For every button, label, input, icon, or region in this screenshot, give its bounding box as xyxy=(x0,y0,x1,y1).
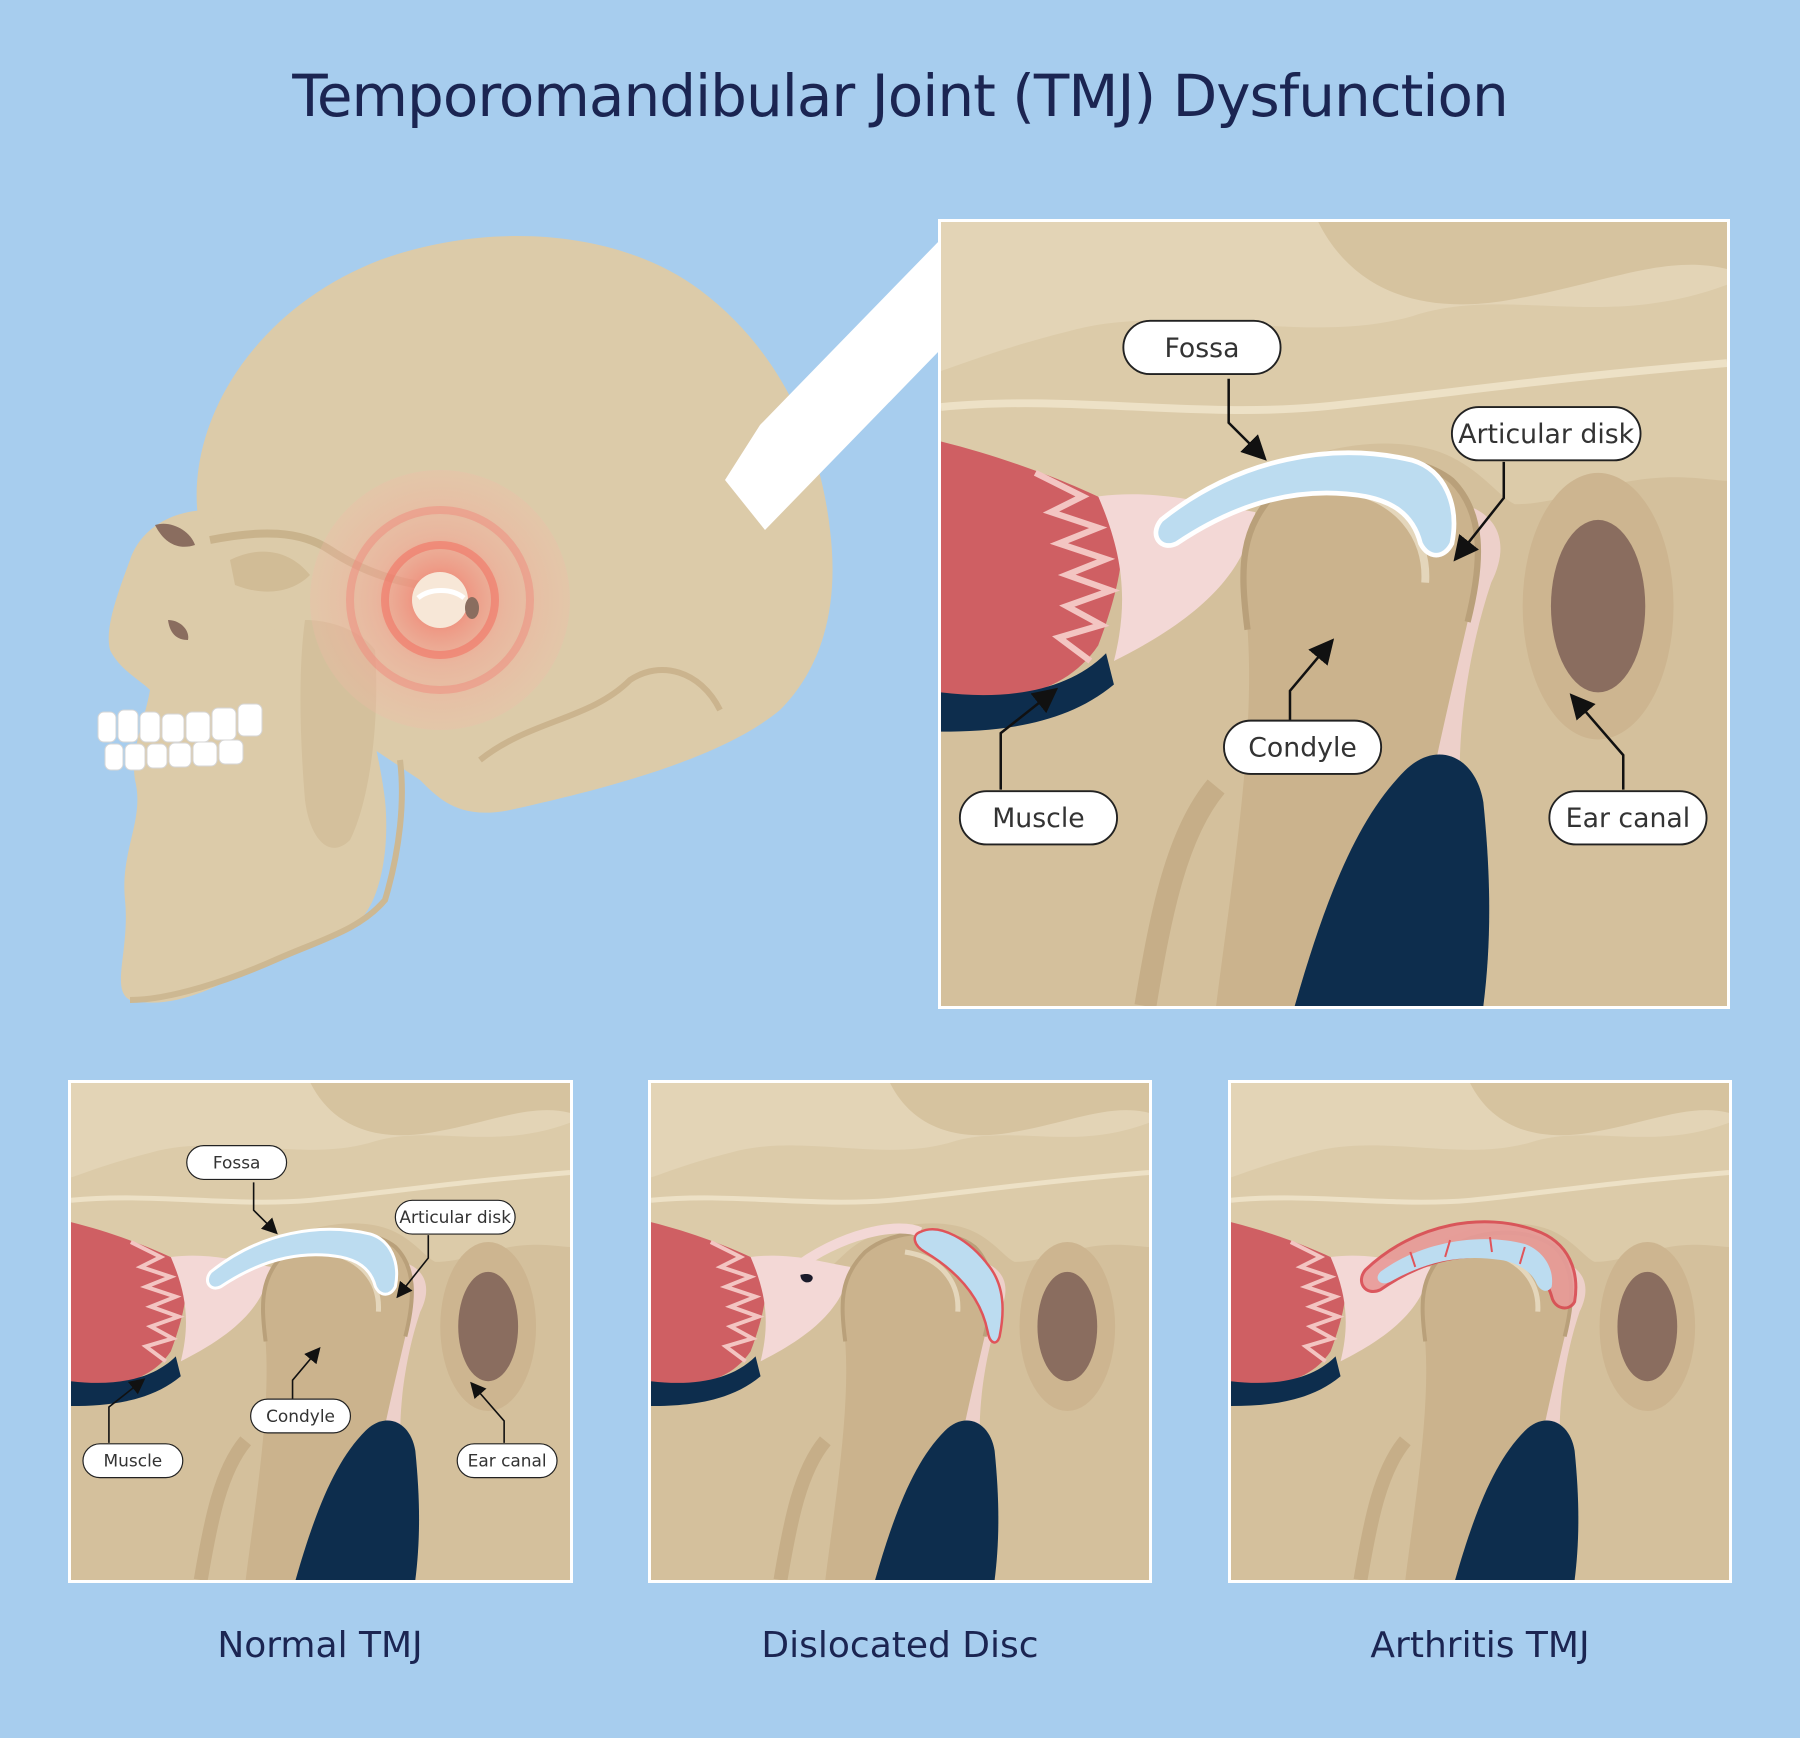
svg-text:Muscle: Muscle xyxy=(104,1451,163,1471)
label-articular-disk: Articular disk xyxy=(1450,406,1642,462)
svg-text:Articular disk: Articular disk xyxy=(1458,419,1634,450)
label-muscle: Muscle xyxy=(82,1443,184,1479)
arthritis-tmj-panel xyxy=(1228,1080,1732,1583)
label-ear-canal: Ear canal xyxy=(1548,790,1708,846)
svg-text:Fossa: Fossa xyxy=(213,1153,261,1173)
label-muscle: Muscle xyxy=(958,790,1119,846)
svg-text:Fossa: Fossa xyxy=(1164,333,1239,364)
skull-illustration xyxy=(97,236,940,1003)
label-condyle: Condyle xyxy=(1223,719,1383,775)
label-articular-disk: Articular disk xyxy=(394,1199,516,1235)
svg-text:Ear canal: Ear canal xyxy=(1566,803,1691,834)
normal-tmj-panel: Fossa Articular disk Condyle Muscle Ear … xyxy=(68,1080,573,1583)
label-fossa: Fossa xyxy=(1122,319,1282,376)
label-condyle: Condyle xyxy=(250,1398,352,1434)
svg-text:Ear canal: Ear canal xyxy=(468,1451,547,1471)
detail-panel: Fossa Articular disk Condyle Muscle Ear … xyxy=(938,219,1730,1009)
svg-text:Condyle: Condyle xyxy=(1248,733,1357,764)
zoom-pointer xyxy=(725,240,940,530)
svg-text:Articular disk: Articular disk xyxy=(399,1207,511,1227)
caption-dislocated-disc: Dislocated Disc xyxy=(761,1625,1039,1666)
label-fossa: Fossa xyxy=(186,1145,288,1181)
caption-normal-tmj: Normal TMJ xyxy=(217,1625,423,1666)
page-title: Temporomandibular Joint (TMJ) Dysfunctio… xyxy=(292,62,1508,130)
dislocated-disc-panel xyxy=(648,1080,1152,1583)
label-ear-canal: Ear canal xyxy=(456,1443,558,1479)
caption-arthritis-tmj: Arthritis TMJ xyxy=(1370,1625,1590,1666)
svg-text:Condyle: Condyle xyxy=(266,1406,335,1426)
svg-text:Muscle: Muscle xyxy=(992,803,1084,834)
